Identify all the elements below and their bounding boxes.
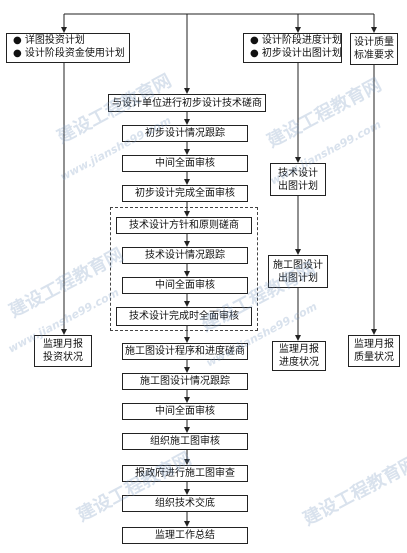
flow-step-label: 技术设计完成时全面审核: [129, 311, 239, 322]
flow-step-6: 技术设计情况跟踪: [122, 247, 248, 264]
flow-step-3: 中间全面审核: [122, 155, 248, 172]
construction-plan-box: 施工图设计 出图计划: [268, 255, 328, 288]
schedule-plan-box: ● 设计阶段进度计划 ● 初步设计出图计划: [243, 33, 342, 63]
progress-report-line2: 进度状况: [279, 357, 319, 368]
flow-step-label: 中间全面审核: [155, 280, 215, 291]
flow-step-4: 初步设计完成全面审核: [122, 185, 248, 202]
flow-step-label: 组织技术交底: [155, 498, 215, 509]
flow-step-1: 与设计单位进行初步设计技术磋商: [108, 94, 266, 112]
schedule-plan-line1: ● 设计阶段进度计划: [250, 35, 342, 46]
progress-report-line1: 监理月报: [279, 344, 319, 355]
flow-step-8: 技术设计完成时全面审核: [116, 307, 252, 326]
flow-step-10: 施工图设计情况跟踪: [122, 373, 248, 390]
flow-step-7: 中间全面审核: [122, 277, 248, 294]
construct-plan-line2: 出图计划: [278, 272, 318, 284]
invest-plan-line2: ● 设计阶段资金使用计划: [13, 48, 125, 59]
flow-step-label: 施工图设计情况跟踪: [140, 376, 230, 387]
quality-standard-box: 设计质量 标准要求: [350, 33, 398, 65]
construct-plan-line1: 施工图设计: [273, 259, 323, 271]
flow-step-9: 施工图设计程序和进度磋商: [122, 343, 248, 360]
flow-step-label: 初步设计情况跟踪: [145, 128, 225, 139]
flow-step-label: 监理工作总结: [155, 530, 215, 541]
tech-design-group-frame: [110, 207, 258, 331]
quality-report-line1: 监理月报: [354, 339, 394, 350]
invest-plan-box: ● 详图投资计划 ● 设计阶段资金使用计划: [6, 33, 130, 63]
flow-step-label: 施工图设计程序和进度磋商: [125, 346, 245, 357]
flow-step-13: 报政府进行施工图审查: [122, 465, 248, 482]
flow-step-11: 中间全面审核: [122, 403, 248, 420]
flow-step-12: 组织施工图审核: [122, 433, 248, 450]
flow-step-label: 报政府进行施工图审查: [135, 468, 235, 479]
flow-step-label: 初步设计完成全面审核: [135, 188, 235, 199]
flow-step-15: 监理工作总结: [122, 527, 248, 544]
invest-report-line1: 监理月报: [43, 339, 83, 350]
flow-step-14: 组织技术交底: [122, 495, 248, 512]
tech-plan-line1: 技术设计: [278, 167, 318, 179]
quality-report-line2: 质量状况: [354, 352, 394, 363]
schedule-plan-line2: ● 初步设计出图计划: [250, 48, 342, 59]
tech-plan-line2: 出图计划: [278, 180, 318, 192]
flow-step-label: 与设计单位进行初步设计技术磋商: [112, 97, 262, 109]
flow-step-label: 中间全面审核: [155, 406, 215, 417]
invest-report-line2: 投资状况: [43, 352, 83, 363]
quality-standard-line1: 设计质量: [354, 37, 394, 48]
flow-step-label: 中间全面审核: [155, 158, 215, 169]
flow-step-5: 技术设计方针和原则磋商: [116, 217, 252, 234]
invest-plan-line1: ● 详图投资计划: [13, 35, 85, 46]
flow-step-2: 初步设计情况跟踪: [122, 125, 248, 142]
flow-step-label: 技术设计情况跟踪: [145, 250, 225, 261]
quality-report-box: 监理月报 质量状况: [348, 335, 400, 367]
progress-report-box: 监理月报 进度状况: [272, 341, 326, 371]
invest-report-box: 监理月报 投资状况: [34, 335, 92, 367]
flow-step-label: 技术设计方针和原则磋商: [129, 220, 239, 231]
tech-design-plan-box: 技术设计 出图计划: [270, 163, 326, 196]
flow-step-label: 组织施工图审核: [150, 436, 220, 447]
quality-standard-line2: 标准要求: [354, 50, 394, 61]
